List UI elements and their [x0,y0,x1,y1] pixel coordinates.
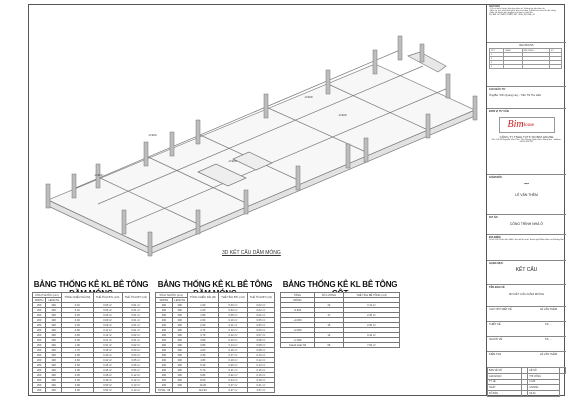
drawing-sheet [28,4,565,396]
footer-cell: SỐ BẢN [487,390,522,397]
table2: KÍCH THƯỚC (mm)TỔNG CHIỀU DÀI (M)THỂ TÍC… [155,292,276,393]
drawing-caption: 3D KẾT CẤU DẦM MÓNG [222,250,281,256]
column-group [45,35,478,257]
footer-cell: S0.04 [527,390,560,397]
table1: KÍCH THƯỚC (mm)TỔNG CHIỀU DÀI (M)THỂ TÍC… [31,292,151,393]
sheet-name-section: TÊN BẢN VẼ 3D KẾT CẤU DẦM MÓNG [487,284,566,306]
level-tags: -0.900 -0.900 -0.900 -0.900 -0.900 [94,95,347,177]
investor-section: CHỦ ĐẦU TƯ Ông/Bà: Trần Quang Huy - Trần… [487,86,566,108]
footer-cell [558,367,567,374]
table-cell: 66 [313,342,344,348]
table-cell: 4.57 m³ [246,387,276,393]
beam-frame [47,49,476,255]
location-section: ĐỊA ĐIỂM Lô số 126 Phân khu 3A-6, khu đô… [487,234,566,260]
company-logo: Bim House [498,117,555,133]
director-section: GIÁM ĐỐC ~ LÊ VĂN THÊM [487,174,566,214]
table-cell: 7.92 m³ [342,342,401,348]
table-cell: TOTAL: 36 [155,387,173,393]
project-section: DỰ ÁN CÔNG TRÌNH NHÀ Ở [487,214,566,234]
table-cell: 0.13 m³ [121,387,151,393]
table-cell: 300 [45,387,62,393]
level-tag: -0.900 [94,173,103,177]
level-tag: -0.900 [148,133,157,137]
table-cell: 0.54 m³ [92,387,123,393]
footer-cell [520,390,529,397]
footer-row: SỐ BẢN S0.04 [487,390,566,397]
title-block: GHI CHÚ - Tất cả kích thước lấy theo bản… [486,4,567,397]
category-section: HẠNG MỤC KẾT CẤU [487,260,566,284]
table-cell: Grand total: 66 [280,342,315,348]
table-cell: 3.90 [60,387,94,393]
level-tag: -0.900 [228,159,237,163]
notes-section: GHI CHÚ - Tất cả kích thước lấy theo bản… [489,5,557,16]
level-tag: -0.900 [304,95,313,99]
table-cell [171,387,188,393]
isometric-beam-drawing: -0.900 -0.900 -0.900 -0.900 -0.900 [45,35,478,257]
table-cell: 200 [31,387,47,393]
table-cell: 6.27 m³ [218,387,248,393]
table-cell: 110.93 [186,387,220,393]
director-signature: ~ [523,179,530,188]
level-tag: -0.900 [338,113,347,117]
designer-section: ĐƠN VỊ TƯ VẤN Bim House CÔNG TY TNHH TVT… [487,108,566,174]
